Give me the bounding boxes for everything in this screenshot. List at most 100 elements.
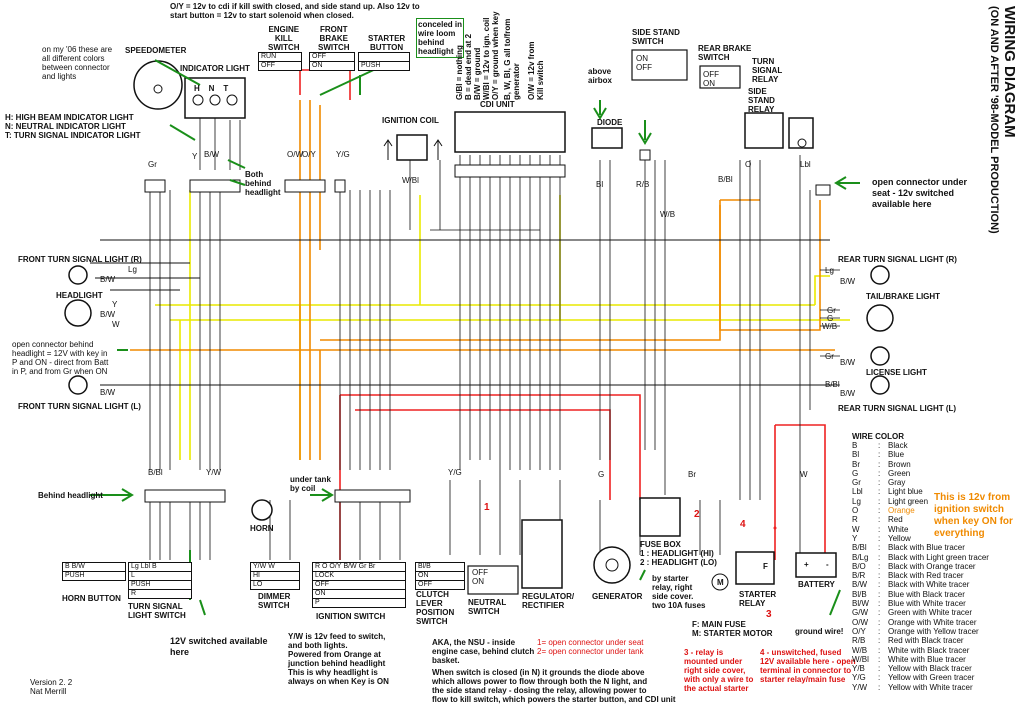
license-lamp	[870, 346, 890, 366]
wire-desc: Black	[888, 441, 908, 450]
indicator-light-label: INDICATOR LIGHT	[180, 64, 250, 73]
wire-black-2	[149, 190, 221, 470]
horn-label: HORN	[250, 524, 274, 533]
wire-desc: Red with Black tracer	[888, 636, 964, 646]
wire-colon: :	[878, 561, 881, 571]
regulator-label: REGULATOR/RECTIFIER	[522, 592, 575, 610]
indicator-hnt: H N T	[194, 84, 229, 93]
wire-color-row: B/W:Black with White tracer	[852, 580, 1022, 589]
wl-y-1: Y	[192, 152, 198, 161]
cdi-unit-box	[454, 111, 566, 153]
cdi-unit-label: CDI UNIT	[480, 100, 515, 109]
ignition-switch-label: IGNITION SWITCH	[316, 612, 386, 621]
starter-relay-box	[735, 551, 775, 585]
wire-color-title: WIRE COLOR	[852, 432, 904, 441]
relay-f: F	[763, 562, 768, 571]
wire-code: B/O	[852, 561, 866, 571]
wl-lbl-1: Lbl	[800, 160, 811, 169]
wire-code: W/B	[852, 645, 868, 655]
wl-bbl-2: B/Bl	[825, 380, 840, 389]
wl-bbl-3: B/Bl	[148, 468, 163, 477]
wire-orange	[130, 100, 835, 460]
wire-desc: Light blue	[888, 487, 923, 497]
battery-minus: -	[826, 560, 829, 569]
wire-color-row: Y/W:Yellow with White tracer	[852, 683, 1022, 692]
wire-code: Y/B	[852, 664, 865, 674]
wl-g-1: G	[827, 314, 834, 323]
connector-kill	[284, 179, 326, 193]
wire-color-row: W/B:White with Black tracer	[852, 646, 1022, 655]
wire-desc: Yellow	[888, 533, 911, 543]
vertical-title: WIRING DIAGRAM (ON AND AFTER '98-MODEL P…	[988, 6, 1020, 336]
regulator-box	[521, 519, 563, 589]
front-turn-r-label: FRONT TURN SIGNAL LIGHT (R)	[18, 255, 142, 264]
headlight-label: HEADLIGHT	[56, 291, 103, 300]
wire-colon: :	[878, 506, 881, 516]
wl-w-1: W	[112, 320, 120, 329]
front-turn-l-label: FRONT TURN SIGNAL LIGHT (L)	[18, 402, 141, 411]
rear-turn-r-label: REAR TURN SIGNAL LIGHT (R)	[838, 255, 957, 264]
wire-code: R	[852, 515, 858, 525]
wire-colon: :	[878, 552, 881, 562]
wire-color-row: Bl/B:Blue with Black tracer	[852, 590, 1022, 599]
wire-code: B/Bl	[852, 543, 867, 553]
battery-label: BATTERY	[798, 580, 835, 589]
wire-colon: :	[878, 478, 881, 488]
front-turn-r-lamp	[68, 265, 88, 285]
wl-bw-7: B/W	[840, 389, 856, 398]
generator-shape	[593, 546, 631, 584]
ignition-coil-box	[396, 134, 428, 161]
wl-y-2: Y	[112, 300, 118, 309]
wire-code: W/Bl	[852, 654, 869, 664]
wl-bl-1: Bl	[596, 180, 604, 189]
subtitle-text: (ON AND AFTER '98-MODEL PRODUCTION)	[988, 6, 1000, 234]
rear-turn-r-lamp	[870, 265, 890, 285]
ground-wire-note: ground wire!	[795, 627, 844, 636]
wl-yw-1: Y/W	[206, 468, 222, 477]
wire-colon: :	[878, 496, 881, 506]
wl-bw-1: B/W	[204, 150, 220, 159]
wire-red	[339, 394, 826, 560]
speedometer-lamp	[153, 84, 163, 94]
connector-behind-headlight	[144, 489, 226, 503]
connector-speedo	[144, 179, 166, 193]
wl-bw-4: B/W	[100, 388, 116, 397]
wire-desc: Yellow with White tracer	[888, 682, 973, 692]
wire-color-row: B/Bl:Black with Blue tracer	[852, 543, 1022, 552]
wl-lg-2: Lg	[825, 266, 834, 275]
wire-colon: :	[878, 524, 881, 534]
wire-colon: :	[878, 636, 881, 646]
behind-headlight-note: Behind headlight	[38, 491, 103, 500]
wire-black-8	[820, 269, 840, 386]
wire-desc: Green	[888, 468, 911, 478]
wire-color-row: Y/B:Yellow with Black tracer	[852, 664, 1022, 673]
wire-colon: :	[878, 450, 881, 460]
wl-oy-1: O/Y	[302, 150, 316, 159]
speedometer-label: SPEEDOMETER	[125, 46, 187, 55]
ignition-coil-label: IGNITION COIL	[382, 116, 439, 125]
wl-ow-1: O/W	[287, 150, 303, 159]
marker-2: 2	[694, 509, 700, 520]
wire-colon: :	[878, 589, 881, 599]
wire-code: O/W	[852, 617, 868, 627]
wire-black-6	[199, 100, 540, 231]
headlight-lamp	[64, 299, 92, 327]
wire-desc: Brown	[888, 459, 911, 469]
wl-yg-2: Y/G	[448, 468, 462, 477]
connector-starter	[334, 179, 346, 193]
neutral-switch-box	[467, 565, 519, 595]
wire-orange-2	[320, 205, 721, 341]
